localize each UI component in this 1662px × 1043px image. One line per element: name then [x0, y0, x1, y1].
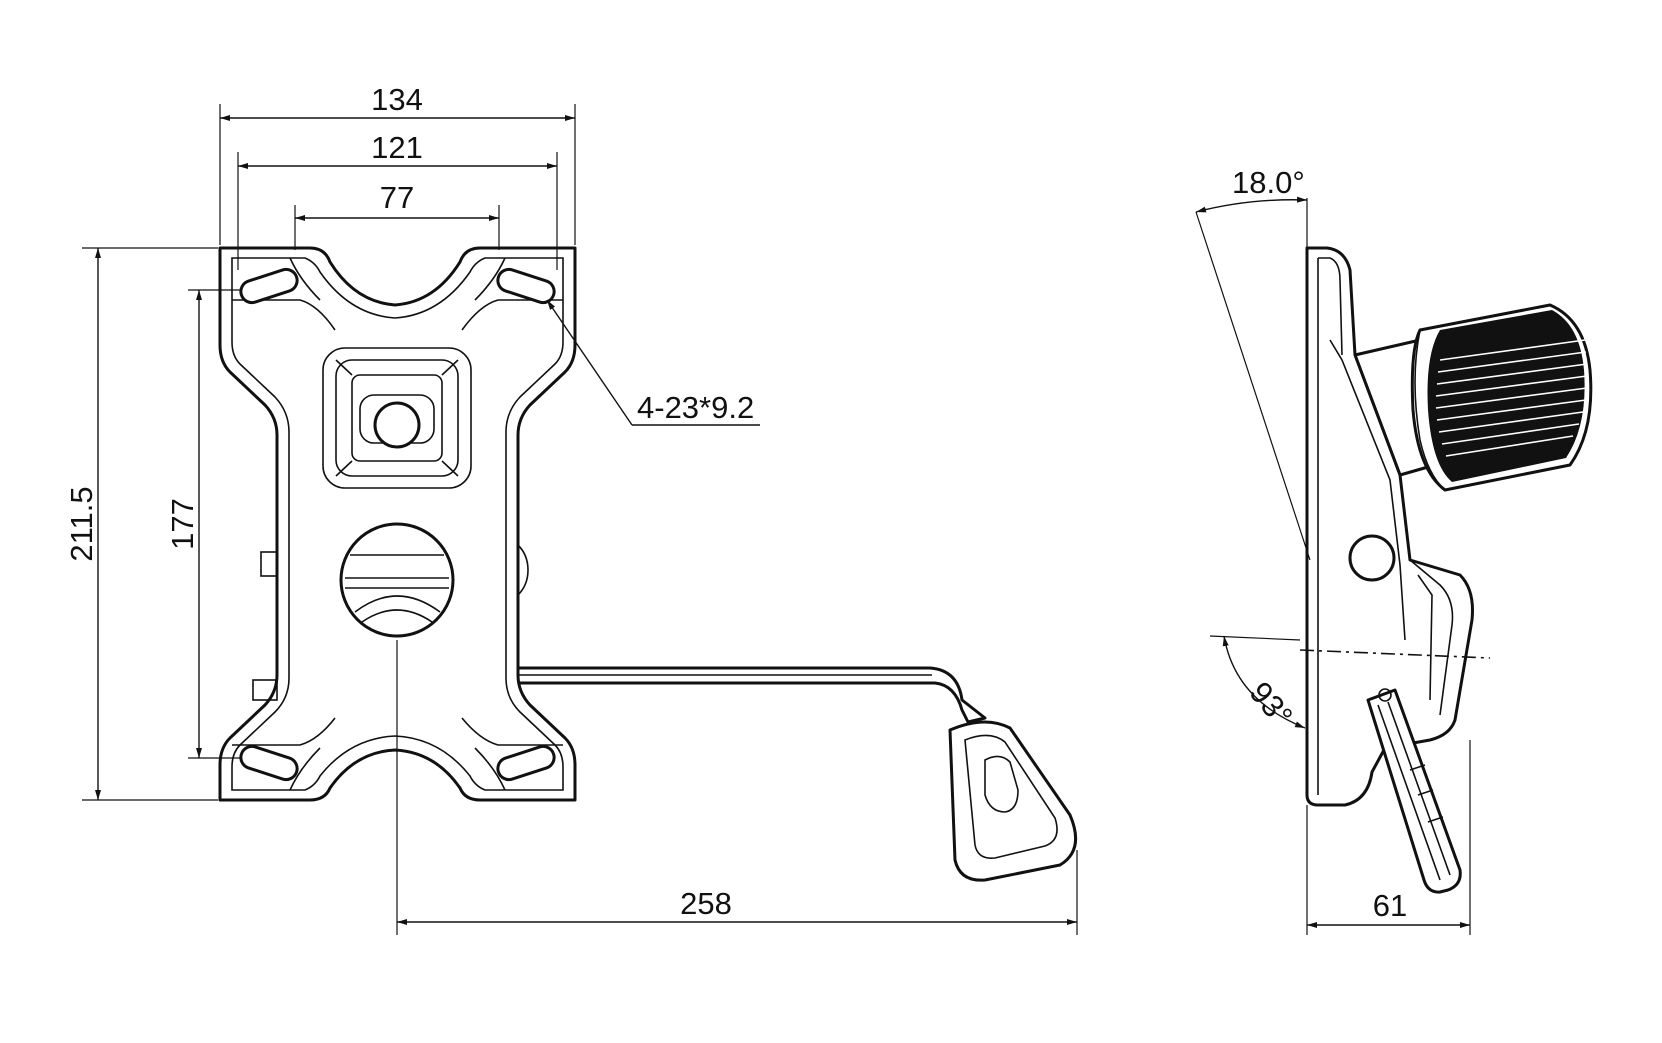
dim-177: 177 [165, 498, 200, 550]
lever-handle [948, 720, 1078, 882]
dim-61: 61 [1373, 888, 1407, 923]
slot-holes [239, 267, 556, 782]
center-boss [322, 347, 472, 489]
dim-258: 258 [680, 886, 732, 921]
slot-callout: 4-23*9.2 [637, 390, 754, 425]
dim-211-5: 211.5 [64, 486, 99, 561]
angle-93: 93° [1243, 675, 1300, 733]
angle-18: 18.0° [1232, 165, 1305, 200]
tension-knob [1353, 303, 1593, 492]
cylinder-opening [339, 522, 455, 638]
front-view: 134 121 77 211.5 177 4-23*9.2 258 [64, 82, 1078, 935]
dim-134: 134 [371, 82, 423, 117]
lever-arm [508, 666, 1078, 882]
side-view: 18.0° 93° 61 [1195, 165, 1593, 935]
dim-121: 121 [371, 130, 423, 165]
dim-77: 77 [380, 180, 414, 215]
side-lever [1366, 688, 1462, 894]
